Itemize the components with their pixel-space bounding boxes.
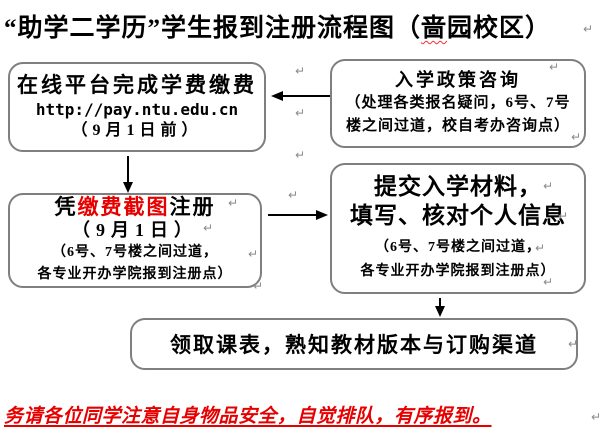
register-box-detail-line2: 各专业开办学院报到注册点）	[37, 266, 233, 282]
return-mark-icon: ↵	[543, 275, 554, 289]
arrow-line	[268, 214, 316, 216]
submit-box-detail-line2: 各专业开办学院报到注册点）	[360, 264, 556, 280]
payment-box-title: 在线平台完成学费缴费	[17, 72, 257, 97]
arrow-line	[439, 298, 441, 308]
arrow-line	[283, 95, 330, 97]
register-title-suffix: 注册	[169, 194, 216, 219]
payment-deadline: （9月1日前）	[71, 122, 203, 140]
page-title-prefix: “助学二学历”学生报到注册流程图（	[4, 15, 422, 42]
return-mark-icon: ↵	[558, 209, 569, 223]
return-mark-icon: ↵	[295, 64, 306, 78]
consult-box-detail-line2: 楼之间过道，校自考办咨询点）	[345, 118, 570, 135]
consult-box-detail-line1: （处理各类报名疑问，6号、7号	[345, 94, 571, 111]
return-mark-icon: ↵	[288, 188, 299, 202]
submit-box-detail: （6号、7号楼之间过道， 各专业开办学院报到注册点）	[361, 236, 556, 284]
return-mark-icon: ↵	[203, 221, 214, 235]
return-mark-icon: ↵	[253, 279, 264, 293]
flow-box-submit: 提交入学材料， 填写、核对个人信息 （6号、7号楼之间过道， 各专业开办学院报到…	[330, 163, 586, 294]
return-mark-icon: ↵	[248, 247, 259, 261]
return-mark-icon: ↵	[535, 241, 546, 255]
return-mark-icon: ↵	[295, 106, 306, 120]
schedule-box-title: 领取课表，熟知教材版本与订购渠道	[170, 333, 538, 357]
page-title-flagged-word: 啬	[421, 15, 448, 42]
page-title: “助学二学历”学生报到注册流程图（啬园校区）	[4, 8, 606, 44]
return-mark-icon: ↵	[568, 337, 579, 351]
flow-box-schedule: 领取课表，熟知教材版本与订购渠道	[130, 318, 578, 370]
return-mark-icon: ↵	[295, 148, 306, 162]
submit-box-detail-line1: （6号、7号楼之间过道，	[375, 240, 541, 256]
flow-box-payment: 在线平台完成学费缴费 http://pay.ntu.edu.cn （9月1日前）	[8, 62, 266, 152]
flow-box-consult: 入学政策咨询 （处理各类报名疑问，6号、7号 楼之间过道，校自考办咨询点）	[330, 59, 586, 148]
return-mark-icon: ↵	[583, 22, 594, 36]
payment-url-text: http://pay.ntu.edu.cn	[35, 100, 239, 120]
return-mark-icon: ↵	[571, 130, 582, 144]
page-title-suffix: 园校区）	[447, 15, 552, 42]
submit-box-title-line2: 填写、核对个人信息	[350, 202, 566, 228]
return-mark-icon: ↵	[591, 410, 602, 424]
register-box-title: 凭缴费截图注册	[54, 194, 216, 219]
arrow-line	[127, 156, 129, 184]
flow-box-register: 凭缴费截图注册 （9月1日） （6号、7号楼之间过道， 各专业开办学院报到注册点…	[8, 193, 262, 288]
arrow-head-down-icon	[435, 306, 445, 317]
consult-box-title: 入学政策咨询	[395, 69, 521, 90]
return-mark-icon: ↵	[543, 179, 554, 193]
submit-box-title-line1: 提交入学材料，	[374, 173, 542, 199]
arrow-head-down-icon	[123, 182, 133, 193]
arrow-head-right-icon	[316, 210, 328, 220]
register-box-date: （9月1日）	[72, 219, 198, 240]
return-mark-icon: ↵	[228, 196, 239, 210]
register-title-prefix: 凭	[54, 194, 78, 219]
register-title-highlight: 缴费截图	[77, 194, 170, 219]
footer-safety-notice: 务请各位同学注意自身物品安全，自觉排队，有序报到。	[4, 406, 492, 427]
register-box-detail-line1: （6号、7号楼之间过道，	[52, 245, 218, 261]
return-mark-icon: ↵	[549, 60, 560, 74]
arrow-head-left-icon	[271, 91, 283, 101]
